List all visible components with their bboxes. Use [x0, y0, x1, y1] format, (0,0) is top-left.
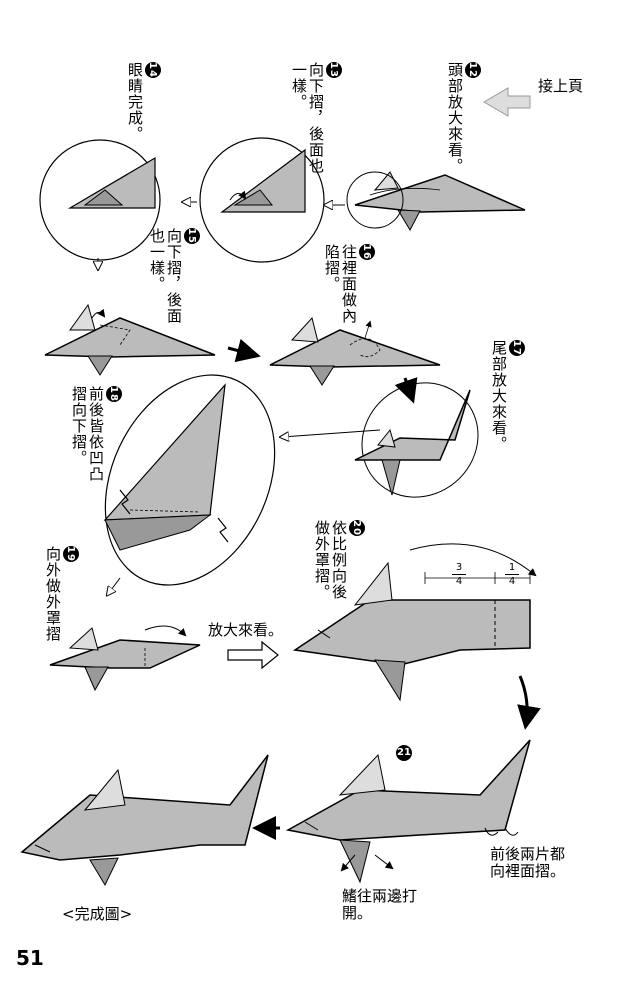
- step16-figure: [269, 316, 441, 386]
- step14-text: 眼睛完成。: [126, 62, 144, 142]
- fraction-one-quarter: 1 4: [505, 562, 519, 587]
- step16-label: 16 往裡面做內陷摺。: [323, 244, 375, 334]
- continued-label: 接上頁: [538, 77, 584, 95]
- step16-number: 16: [358, 244, 375, 260]
- step18-text: 前後皆依凹凸摺向下摺。: [70, 386, 105, 482]
- step20-number: 20: [348, 520, 365, 536]
- page-number: 51: [16, 946, 44, 970]
- step14-label: 14 眼睛完成。: [126, 62, 161, 142]
- step15-label: 15 向下摺，後面也一樣。: [148, 228, 200, 326]
- step19-text: 向外做外罩摺: [44, 546, 62, 642]
- step15-number: 15: [183, 228, 200, 244]
- step15-figure: [44, 303, 216, 376]
- step19-figure: [49, 625, 201, 692]
- fraction-right-den: 4: [508, 576, 516, 587]
- continued-arrow-icon: [483, 87, 531, 117]
- step19-number: 19: [62, 546, 79, 562]
- step12-text: 頭部放大來看。: [446, 62, 464, 174]
- step20-label: 20 依比例向後做外罩摺。: [313, 520, 365, 606]
- step16-text: 往裡面做內陷摺。: [323, 244, 358, 324]
- fraction-left-num: 3: [455, 562, 463, 573]
- finished-caption: <完成圖>: [62, 905, 133, 923]
- step12-number: 12: [464, 62, 481, 78]
- both-pieces-note: 前後兩片都向裡面摺。: [490, 845, 566, 880]
- step21-label: 21: [396, 742, 412, 764]
- step13-text: 向下摺，後面也一樣。: [290, 62, 325, 174]
- step12-figure: [346, 171, 526, 232]
- step18-number: 18: [105, 386, 122, 402]
- step15-text: 向下摺，後面也一樣。: [148, 228, 183, 324]
- step18-label: 18 前後皆依凹凸摺向下摺。: [70, 386, 122, 494]
- step17-number: 17: [508, 340, 525, 356]
- step13-number: 13: [325, 62, 342, 78]
- step12-label: 12 頭部放大來看。: [446, 62, 481, 174]
- step18-figure: [103, 374, 276, 612]
- fraction-right-num: 1: [508, 562, 516, 573]
- step19-label: 19 向外做外罩摺: [44, 546, 79, 642]
- zoom-note: 放大來看。: [208, 621, 284, 639]
- step21-figure: [285, 739, 531, 884]
- step17-label: 17 尾部放大來看。: [490, 340, 525, 452]
- fraction-left-den: 4: [455, 576, 463, 587]
- step21-number: 21: [396, 744, 412, 761]
- fraction-three-quarters: 3 4: [452, 562, 466, 587]
- step17-text: 尾部放大來看。: [490, 340, 508, 452]
- step20-text: 依比例向後做外罩摺。: [313, 520, 348, 600]
- step14-number: 14: [144, 62, 161, 78]
- step13-label: 13 向下摺，後面也一樣。: [290, 62, 342, 182]
- step20-figure: [292, 543, 537, 702]
- fins-note: 鰭往兩邊打開。: [342, 887, 418, 922]
- step14-figure: [39, 139, 161, 268]
- step13-figure: [199, 137, 325, 263]
- step17-figure: [282, 382, 479, 498]
- finished-shark-figure: [20, 754, 269, 887]
